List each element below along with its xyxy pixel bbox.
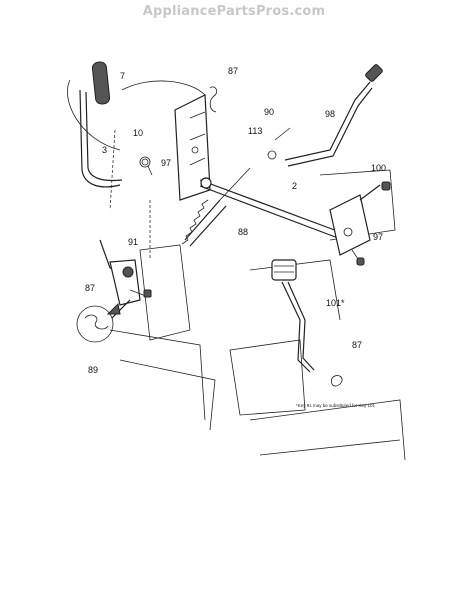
callout-3: 3 bbox=[102, 145, 108, 155]
lift-rod bbox=[267, 64, 383, 167]
callout-88: 88 bbox=[238, 227, 249, 237]
lift-shaft bbox=[199, 177, 341, 239]
callout-98: 98 bbox=[325, 109, 336, 119]
pedal-rod bbox=[271, 259, 315, 373]
left-lift-arm bbox=[99, 239, 152, 306]
callout-87: 87 bbox=[228, 66, 239, 76]
callout-7: 7 bbox=[120, 71, 126, 81]
callout-87: 87 bbox=[85, 283, 96, 293]
torsion-spring bbox=[139, 156, 153, 176]
callout-91: 91 bbox=[128, 237, 139, 247]
watermark: AppliancePartsPros.com bbox=[142, 4, 326, 19]
extension-spring bbox=[181, 167, 251, 247]
callout-2: 2 bbox=[292, 181, 298, 191]
right-lift-arm bbox=[329, 181, 391, 266]
callout-113: 113 bbox=[248, 126, 263, 136]
callout-87: 87 bbox=[352, 340, 363, 350]
detail-view bbox=[76, 299, 131, 343]
callout-89: 89 bbox=[88, 365, 99, 375]
callout-10: 10 bbox=[133, 128, 144, 138]
frame-outline bbox=[67, 79, 406, 461]
callout-97: 97 bbox=[373, 232, 384, 242]
footnote: *Key 91 may be substituted for Key 101 bbox=[296, 403, 376, 408]
callout-97: 97 bbox=[161, 158, 172, 168]
callout-90: 90 bbox=[264, 107, 275, 117]
callout-101: 101* bbox=[326, 298, 345, 308]
callout-100: 100 bbox=[371, 163, 387, 173]
hairpin-clip bbox=[209, 86, 343, 387]
lift-handle bbox=[79, 61, 123, 188]
